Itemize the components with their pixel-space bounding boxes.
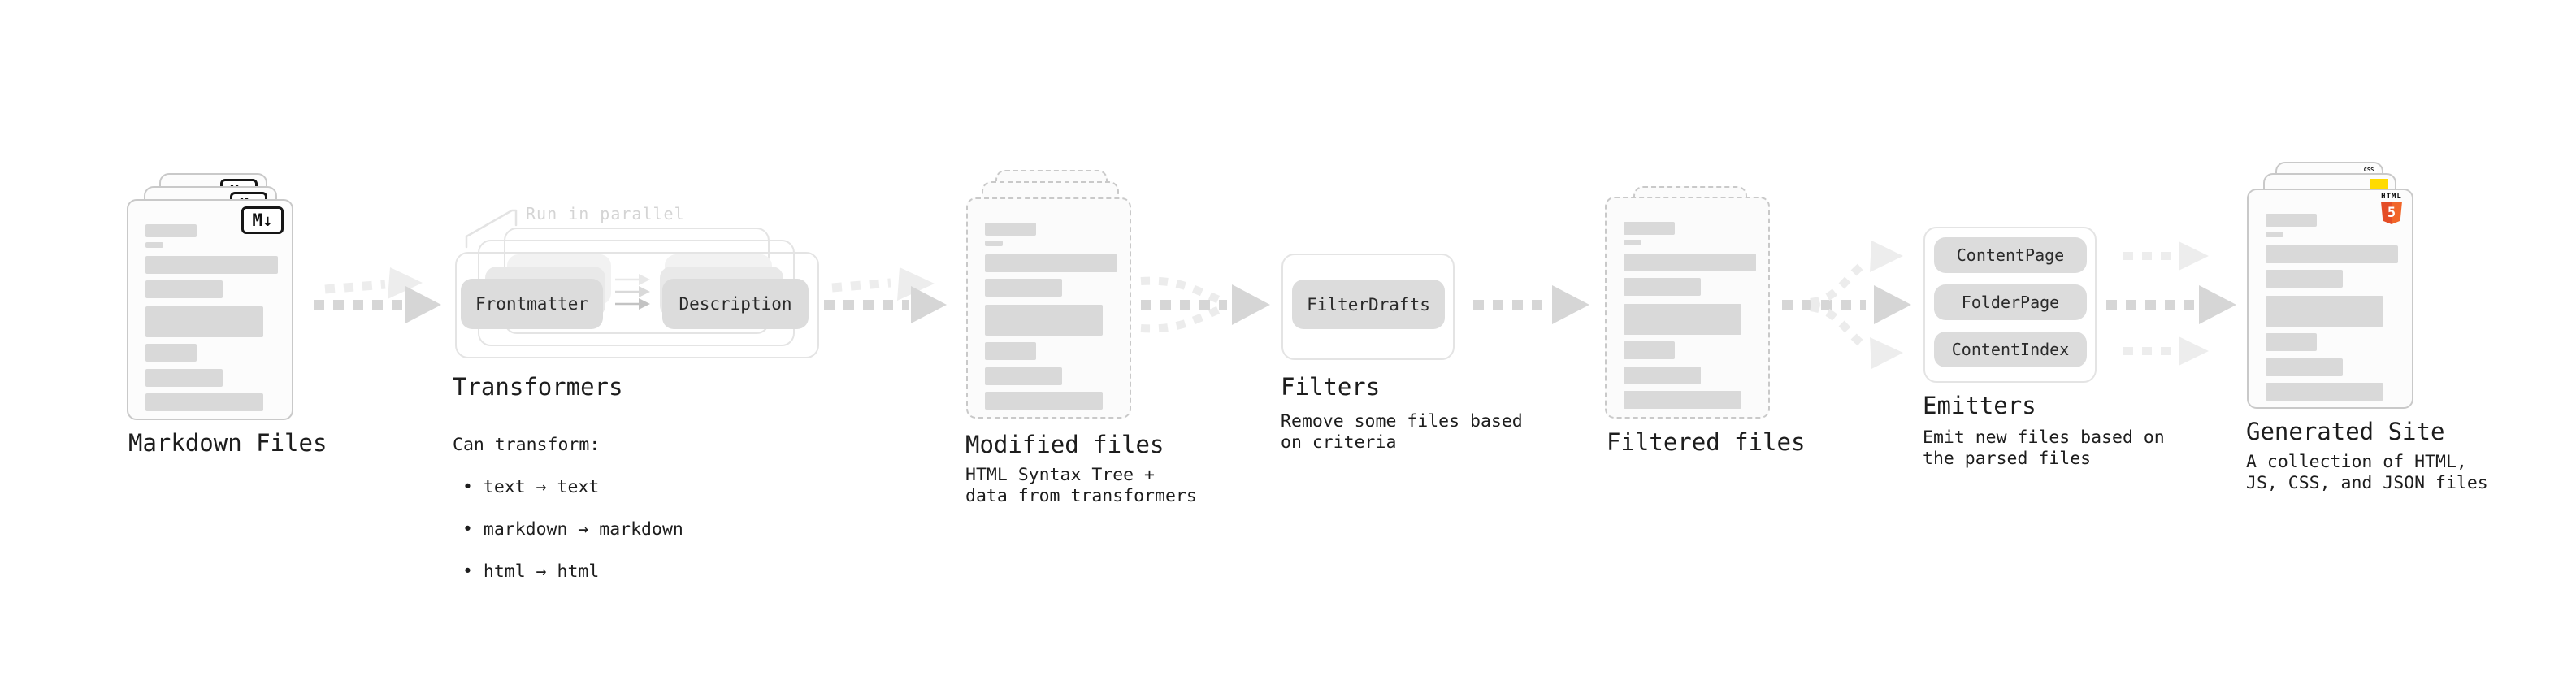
skeleton-line xyxy=(2266,232,2283,237)
skeleton-line xyxy=(985,342,1036,360)
filters-description: Remove some files based on criteria xyxy=(1281,411,1523,453)
skeleton-line xyxy=(985,254,1117,272)
generated-site-title: Generated Site xyxy=(2246,418,2445,445)
skeleton-line xyxy=(145,224,197,237)
skeleton-line xyxy=(985,279,1062,297)
skeleton-line xyxy=(145,369,223,387)
skeleton-line xyxy=(985,305,1103,336)
skeleton-line xyxy=(2266,270,2343,288)
arrow-filters-to-filtered xyxy=(1473,285,1589,324)
skeleton-line xyxy=(2266,333,2317,351)
transformers-title: Transformers xyxy=(453,373,623,401)
arrow-transformers-to-modified xyxy=(824,267,947,323)
skeleton-line xyxy=(1624,240,1641,245)
modified-doc-front xyxy=(966,197,1131,419)
emitters-title: Emitters xyxy=(1923,392,2036,419)
skeleton-line xyxy=(2266,296,2383,327)
skeleton-line xyxy=(145,306,263,337)
skeleton-line xyxy=(1624,254,1756,271)
arrow-filtered-to-emitters-fanout xyxy=(1782,241,1911,369)
transform-bullet: • html → html xyxy=(462,562,600,582)
arrows-emitters-to-generated xyxy=(2106,241,2236,366)
skeleton-line xyxy=(1624,391,1741,409)
skeleton-line xyxy=(985,241,1003,246)
transformer-frame-front xyxy=(455,252,819,358)
transform-bullet: • markdown → markdown xyxy=(462,519,683,540)
skeleton-line xyxy=(2266,245,2398,263)
transformers-description: Can transform: • text → text • markdown … xyxy=(453,414,683,604)
skeleton-line xyxy=(985,392,1103,410)
markdown-logo-icon: M↓ xyxy=(241,206,284,234)
skeleton-line xyxy=(145,393,263,411)
skeleton-line xyxy=(1624,304,1741,335)
skeleton-line xyxy=(2266,383,2383,401)
filtered-doc-front xyxy=(1605,197,1770,419)
skeleton-line xyxy=(145,242,163,248)
filtered-files-title: Filtered files xyxy=(1607,428,1806,456)
transform-bullet: • text → text xyxy=(462,477,600,497)
skeleton-line xyxy=(985,223,1036,236)
skeleton-line xyxy=(1624,341,1675,359)
contentindex-node: ContentIndex xyxy=(1934,332,2087,367)
contentpage-node: ContentPage xyxy=(1934,237,2087,273)
html5-logo-icon: HTML 5 xyxy=(2379,193,2404,224)
generated-doc-front: HTML 5 xyxy=(2247,189,2413,409)
skeleton-line xyxy=(145,344,197,362)
arrow-markdown-to-transformers xyxy=(314,267,441,323)
markdown-files-title: Markdown Files xyxy=(128,429,327,457)
filterdrafts-node: FilterDrafts xyxy=(1292,280,1445,329)
skeleton-line xyxy=(1624,367,1701,384)
markdown-doc-front: M↓ xyxy=(127,199,293,420)
skeleton-line xyxy=(145,280,223,298)
skeleton-line xyxy=(2266,214,2317,227)
frontmatter-node: Frontmatter xyxy=(461,279,603,329)
skeleton-line xyxy=(1624,222,1675,235)
skeleton-line xyxy=(1624,278,1701,296)
description-node: Description xyxy=(662,279,809,329)
can-transform-label: Can transform: xyxy=(453,435,601,455)
folderpage-node: FolderPage xyxy=(1934,284,2087,320)
filters-title: Filters xyxy=(1281,373,1381,401)
modified-files-description: HTML Syntax Tree + data from transformer… xyxy=(965,465,1197,506)
skeleton-line xyxy=(2266,358,2343,376)
emitters-description: Emit new files based on the parsed files xyxy=(1923,427,2165,469)
arrow-modified-to-filters-merge xyxy=(1140,276,1270,333)
run-in-parallel-annotation: Run in parallel xyxy=(526,204,685,223)
skeleton-line xyxy=(145,256,278,274)
generated-site-description: A collection of HTML, JS, CSS, and JSON … xyxy=(2246,452,2488,493)
skeleton-line xyxy=(985,367,1062,385)
modified-files-title: Modified files xyxy=(965,431,1164,458)
